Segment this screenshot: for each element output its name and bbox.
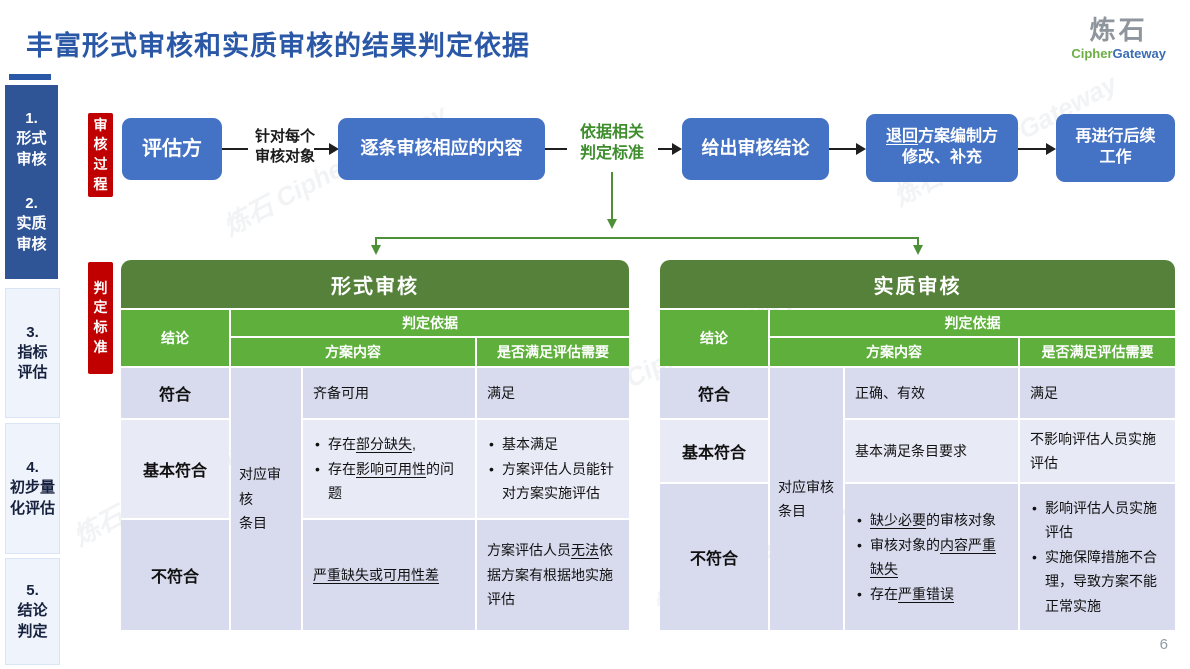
cell-satisfy: 影响评估人员实施评估实施保障措施不合理，导致方案不能正常实施 xyxy=(1020,484,1175,630)
flow-arrow xyxy=(1018,143,1056,155)
sidebar-item-label: 4.初步量化评估 xyxy=(9,459,55,517)
flow-connector-line xyxy=(545,148,567,150)
cell-satisfy: 满足 xyxy=(1020,368,1175,418)
flow-step-review-content: 逐条审核相应的内容 xyxy=(338,118,545,180)
table-title: 实质审核 xyxy=(660,260,1175,308)
sidebar-item-indicator-evaluation: 3.指标评估 xyxy=(5,288,60,418)
page-number: 6 xyxy=(1159,636,1168,653)
flow-arrow xyxy=(829,143,866,155)
cell-content: 正确、有效 xyxy=(845,368,1018,418)
cell-satisfy: 不影响评估人员实施评估 xyxy=(1020,420,1175,482)
sidebar-item-formal-review: 1.形式审核 xyxy=(16,110,47,168)
table-substantive-review: 实质审核 结论 判定依据 方案内容 是否满足评估需要 符合 对应审核条目 正确、… xyxy=(658,258,1177,632)
flow-step-evaluator: 评估方 xyxy=(122,118,222,180)
col-header-content: 方案内容 xyxy=(231,338,475,366)
criteria-down-arrow xyxy=(607,172,617,229)
cell-satisfy: 满足 xyxy=(477,368,629,418)
cell-conclusion: 不符合 xyxy=(660,484,768,630)
flow-step-give-conclusion: 给出审核结论 xyxy=(682,118,829,180)
criteria-arrow-right-table xyxy=(913,237,923,255)
logo-en-text: CipherGateway xyxy=(1071,45,1166,61)
col-header-satisfy: 是否满足评估需要 xyxy=(477,338,629,366)
sidebar-item-substantive-review: 2.实质审核 xyxy=(16,195,47,253)
cell-conclusion: 基本符合 xyxy=(121,420,229,518)
flow-arrow xyxy=(314,143,339,155)
cell-content: 基本满足条目要求 xyxy=(845,420,1018,482)
cell-conclusion: 不符合 xyxy=(121,520,229,630)
table-formal-review: 形式审核 结论 判定依据 方案内容 是否满足评估需要 符合 对应审核条目 齐备可… xyxy=(119,258,631,632)
sidebar-steps-1-2: 1.形式审核 2.实质审核 xyxy=(5,85,58,279)
page-title: 丰富形式审核和实质审核的结果判定依据 xyxy=(26,31,530,61)
cell-conclusion: 符合 xyxy=(660,368,768,418)
cell-conclusion: 符合 xyxy=(121,368,229,418)
criteria-branch-line xyxy=(375,237,919,239)
title-underline-bar xyxy=(9,74,51,80)
col-header-basis: 判定依据 xyxy=(231,310,629,336)
cell-conclusion: 基本符合 xyxy=(660,420,768,482)
flow-step-return-for-revision: 退回方案编制方修改、补充 xyxy=(866,114,1018,182)
cell-content: 严重缺失或可用性差 xyxy=(303,520,475,630)
cell-satisfy: 基本满足方案评估人员能针对方案实施评估 xyxy=(477,420,629,518)
cell-corresponding-items: 对应审核条目 xyxy=(770,368,843,630)
col-header-basis: 判定依据 xyxy=(770,310,1175,336)
cell-corresponding-items: 对应审核条目 xyxy=(231,368,301,630)
sidebar-item-label: 3.指标评估 xyxy=(17,323,48,382)
col-header-conclusion: 结论 xyxy=(121,310,229,366)
sidebar-item-conclusion: 5.结论判定 xyxy=(5,558,60,665)
cell-content: 齐备可用 xyxy=(303,368,475,418)
flow-connector-line xyxy=(222,148,248,150)
col-header-satisfy: 是否满足评估需要 xyxy=(1020,338,1175,366)
logo-zh-text: 炼石 xyxy=(1089,15,1148,45)
table-title: 形式审核 xyxy=(121,260,629,308)
flow-edge-label-per-object: 针对每个审核对象 xyxy=(254,128,315,165)
cell-content: 存在部分缺失,存在影响可用性的问题 xyxy=(303,420,475,518)
flow-edge-label-criteria: 依据相关判定标准 xyxy=(579,124,644,162)
logo-cipher: Cipher xyxy=(1071,45,1113,61)
flow-arrow xyxy=(658,143,682,155)
flow-step-follow-up-work: 再进行后续工作 xyxy=(1056,114,1175,182)
cell-content: 缺少必要的审核对象审核对象的内容严重缺失存在严重错误 xyxy=(845,484,1018,630)
judge-criteria-label: 判定标准 xyxy=(88,262,113,374)
sidebar-item-label: 5.结论判定 xyxy=(17,582,48,640)
col-header-conclusion: 结论 xyxy=(660,310,768,366)
sidebar-item-preliminary-quantitative: 4.初步量化评估 xyxy=(5,423,60,554)
company-logo: 炼石 CipherGateway xyxy=(1071,16,1166,61)
logo-gateway: Gateway xyxy=(1112,45,1166,61)
process-label: 审核过程 xyxy=(88,113,113,197)
criteria-arrow-left-table xyxy=(371,237,381,255)
col-header-content: 方案内容 xyxy=(770,338,1018,366)
cell-satisfy: 方案评估人员无法依据方案有根据地实施评估 xyxy=(477,520,629,630)
